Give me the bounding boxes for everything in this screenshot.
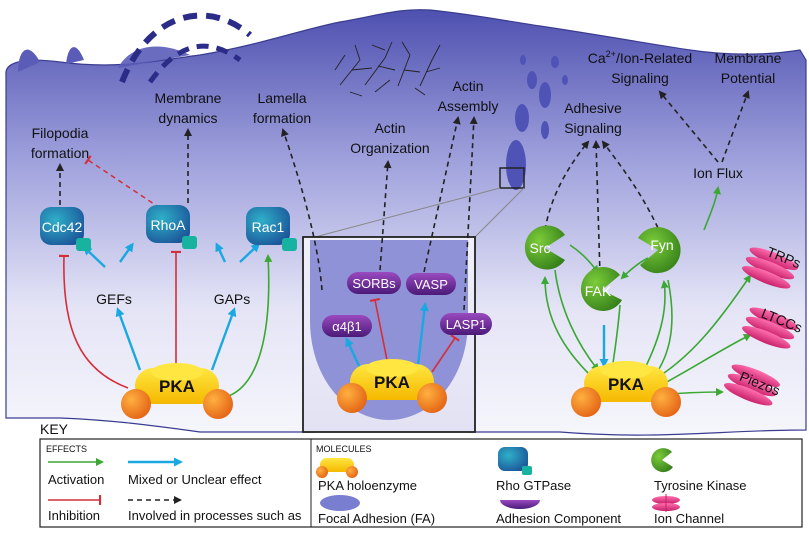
svg-text:dynamics: dynamics <box>158 110 217 126</box>
svg-text:PKA: PKA <box>374 373 410 392</box>
svg-text:LASP1: LASP1 <box>446 317 486 332</box>
gtpase-rhoa: RhoA <box>146 205 197 249</box>
svg-text:Potential: Potential <box>721 70 775 86</box>
zoom-source-box <box>499 167 525 189</box>
ion-channel-piezos: Piezos <box>724 364 782 406</box>
filopodium <box>66 47 84 64</box>
key-pka-label: PKA holoenzyme <box>318 478 417 493</box>
key-kinase-icon <box>651 448 673 473</box>
svg-text:VASP: VASP <box>414 277 448 292</box>
svg-text:Assembly: Assembly <box>438 98 499 114</box>
adhesion-sorbs: SORBs <box>347 272 401 294</box>
pka-holoenzyme-right: PKA <box>571 361 681 417</box>
key-effects-header: EFFECTS <box>46 444 87 454</box>
svg-text:Cdc42: Cdc42 <box>42 219 83 235</box>
key-title: KEY <box>40 421 69 437</box>
gtpase-cdc42: Cdc42 <box>40 207 91 251</box>
process-arrows <box>56 90 750 311</box>
focal-adhesion-cluster <box>506 55 568 190</box>
key-fa-icon <box>320 495 360 511</box>
svg-text:Lamella: Lamella <box>257 90 306 106</box>
pka-inhibits-cdc42 <box>64 256 129 389</box>
process-actin-assembly: Actin Assembly <box>438 78 499 114</box>
rhoa-inhibits-filopodia <box>88 160 161 209</box>
svg-text:Signaling: Signaling <box>611 70 669 86</box>
pka-holoenzyme-middle: PKA <box>337 359 447 413</box>
process-lamella: Lamella formation <box>253 90 311 126</box>
key-ion-label: Ion Channel <box>654 511 724 526</box>
kinase-fyn: Fyn <box>638 227 681 274</box>
svg-text:Filopodia: Filopodia <box>32 125 89 141</box>
filopodium <box>18 49 40 72</box>
membrane-dynamics-arc <box>119 12 252 84</box>
key-mixed-label: Mixed or Unclear effect <box>128 472 262 487</box>
svg-text:formation: formation <box>31 145 89 161</box>
svg-text:Signaling: Signaling <box>564 120 622 136</box>
svg-text:SORBs: SORBs <box>352 276 396 291</box>
key-adhesion-label: Adhesion Component <box>496 511 621 526</box>
svg-text:Adhesive: Adhesive <box>564 100 622 116</box>
svg-text:Ca2+/Ion-Related: Ca2+/Ion-Related <box>588 49 692 66</box>
process-adhesive-signaling: Adhesive Signaling <box>564 100 622 136</box>
svg-text:formation: formation <box>253 110 311 126</box>
process-filopodia: Filopodia formation <box>31 125 89 161</box>
gaps-label: GAPs <box>214 291 251 307</box>
key-kinase-label: Tyrosine Kinase <box>654 478 747 493</box>
svg-text:PKA: PKA <box>159 377 195 396</box>
key-fa-label: Focal Adhesion (FA) <box>318 511 435 526</box>
key-ion-icon <box>652 494 680 512</box>
process-actin-organization: Actin Organization <box>350 120 429 156</box>
svg-text:Actin: Actin <box>374 120 405 136</box>
process-membrane-dynamics: Membrane dynamics <box>155 90 222 126</box>
gtpase-rac1: Rac1 <box>246 207 297 251</box>
adhesion-lasp1: LASP1 <box>440 313 492 335</box>
key-gtpase-icon <box>498 447 532 475</box>
key-box <box>39 438 803 528</box>
svg-text:Rac1: Rac1 <box>252 219 285 235</box>
process-membrane-potential: Membrane Potential <box>715 50 782 86</box>
key-involved-label: Involved in processes such as <box>128 508 302 523</box>
svg-text:FAK: FAK <box>585 283 612 299</box>
left-blue-arrows <box>82 242 261 371</box>
kinase-src: Src <box>524 225 565 270</box>
process-ion-signaling: Ca2+/Ion-Related Signaling <box>588 49 692 86</box>
kinase-fak: FAK <box>580 266 622 311</box>
pka-to-sorbs <box>375 300 389 366</box>
adhesion-a4b1: α4β1 <box>322 315 372 337</box>
key-pka-icon <box>316 458 358 478</box>
adhesion-vasp: VASP <box>406 273 456 295</box>
key-adhesion-icon <box>500 500 540 509</box>
svg-text:Actin: Actin <box>452 78 483 94</box>
gefs-label: GEFs <box>96 291 132 307</box>
svg-text:Organization: Organization <box>350 140 429 156</box>
svg-text:Fyn: Fyn <box>650 237 673 253</box>
key-activation-label: Activation <box>48 472 104 487</box>
pka-holoenzyme-left: PKA <box>121 363 233 419</box>
pka-to-lasp1 <box>431 338 455 373</box>
actin-network <box>334 41 441 97</box>
key-gtpase-label: Rho GTPase <box>496 478 571 493</box>
svg-text:Membrane: Membrane <box>715 50 782 66</box>
svg-text:Membrane: Membrane <box>155 90 222 106</box>
svg-text:Src: Src <box>530 240 551 256</box>
pka-activates-rac1 <box>221 254 273 399</box>
svg-text:α4β1: α4β1 <box>332 319 361 334</box>
svg-text:RhoA: RhoA <box>150 217 186 233</box>
svg-text:PKA: PKA <box>608 375 644 394</box>
zoom-blue-arrows <box>345 302 429 369</box>
process-ion-flux: Ion Flux <box>693 165 743 181</box>
key-inhibition-label: Inhibition <box>48 508 100 523</box>
key-molecules-header: MOLECULES <box>316 444 372 454</box>
